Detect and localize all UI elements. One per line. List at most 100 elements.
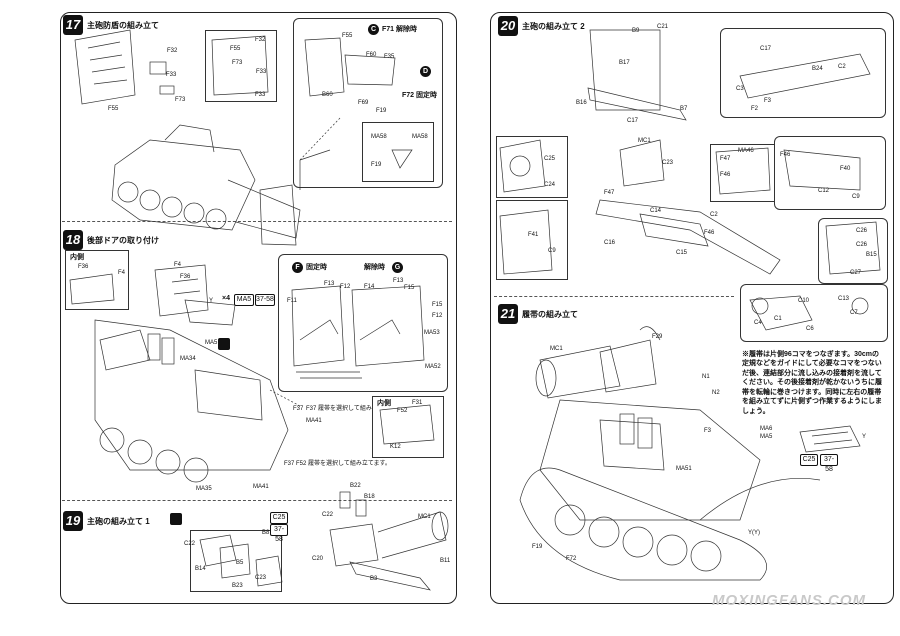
part-label: B5 [236,560,244,566]
part-label: F15 [432,302,443,308]
x4-label: ×4 [222,295,230,302]
step-18-callout-box [278,254,448,392]
part-label: F14 [364,284,375,290]
step-21-number: 21 [498,304,518,324]
part-label: F2 [751,106,759,112]
part-label: F55 [230,46,241,52]
part-label: C17 [760,46,772,52]
part-label: F46 [720,172,731,178]
part-label: MA51 [676,466,692,472]
watermark: MOXINGFANS.COM [712,592,867,609]
step-19-detail-box [190,530,282,592]
badge-icon: C25 [270,512,288,524]
part-label: F36 [78,264,89,270]
part-label: C25 [544,156,556,162]
part-label: F52 [397,408,408,414]
badge-icon: 37-58 [820,454,838,473]
step-20-number: 20 [498,16,518,36]
badge-icon: MA5 [234,294,254,306]
part-label: B18 [364,494,375,500]
step-18-inner2-box [372,396,444,458]
part-label: MC1 [638,138,651,144]
badge-icon: 37-58 [255,294,275,306]
part-label: F19 [376,108,387,114]
part-label: F31 [412,400,423,406]
step-20-detail-box-2 [496,200,568,280]
part-label: F19 [532,544,543,550]
part-label: B7 [680,106,688,112]
part-label: F73 [175,97,186,103]
glue-icon [218,338,230,350]
step-divider [494,296,734,297]
step-20-detail-box-4 [774,136,886,210]
part-label: C27 [850,270,862,276]
part-label: C3 [736,86,744,92]
part-label: C2 [838,64,846,70]
callout-release-label: F71 解除時 [382,26,418,33]
part-label: F13 [324,281,335,287]
part-label: MA5 [760,434,773,440]
part-label: B16 [576,100,587,106]
part-label: B15 [866,252,877,258]
part-label: B14 [195,566,206,572]
part-label: MA6 [760,426,773,432]
glue-icon [170,513,182,525]
part-label: F29 [652,334,663,340]
part-label: F3 [764,98,772,104]
part-label: B11 [440,558,451,564]
part-label: Y [862,434,867,440]
part-label: B17 [619,60,630,66]
note-f52: F52 履帯を選択して組み立てます。 [296,461,391,467]
part-label: Y [209,298,214,304]
step-17-number: 17 [63,15,83,35]
step-20-detail-box-5 [818,218,888,284]
part-label: C9 [852,194,860,200]
part-label: C1 [774,316,782,322]
inner-label-2: 内側 [377,400,391,407]
part-label: C13 [838,296,850,302]
part-label: F19 [371,162,382,168]
part-label: Y(Y) [748,530,760,536]
part-label: F15 [404,285,415,291]
part-label: MA41 [253,484,269,490]
part-label: F72 [566,556,577,562]
part-label: F60 [366,52,377,58]
part-label: N1 [702,374,710,380]
step-17-title: 主砲防盾の組み立て [87,21,159,30]
part-label: C23 [255,575,267,581]
part-label: C2 [710,212,718,218]
part-label: F37 [293,406,304,412]
step-18-inner-box [65,250,129,310]
part-label: C20 [312,556,324,562]
part-label: F37 [284,461,295,467]
part-label: F35 [384,54,395,60]
step-17-ma58-box [362,122,434,182]
part-label: C17 [627,118,639,124]
track-note: ※履帯は片側96コマをつなぎます。30cmの定規などをガイドにして必要なコマをつ… [742,351,882,415]
note-f37: F37 履帯を選択して組み立てます。 [306,406,401,412]
part-label: C10 [798,298,810,304]
part-label: F33 [256,69,267,75]
step-19-number: 19 [63,511,83,531]
state-g-badge: G [392,262,403,273]
part-label: MA58 [412,134,428,140]
part-label: B60 [322,92,333,98]
badge-icon: 37-58 [270,524,288,543]
part-label: F47 [604,190,615,196]
part-label: F12 [432,313,443,319]
part-label: C22 [322,512,334,518]
step-divider [62,500,452,501]
part-label: C15 [676,250,688,256]
part-label: C26 [856,242,868,248]
part-label: MA34 [180,356,196,362]
fixed-label: 固定時 [306,264,327,271]
inner-label: 内側 [70,254,84,261]
step-18-number: 18 [63,230,83,250]
part-label: B22 [350,483,361,489]
part-label: C9 [548,248,556,254]
part-label: F33 [255,92,266,98]
part-label: F40 [840,166,851,172]
part-label: F12 [340,284,351,290]
step-19-title: 主砲の組み立て 1 [87,517,150,526]
step-20-title: 主砲の組み立て 2 [522,22,585,31]
